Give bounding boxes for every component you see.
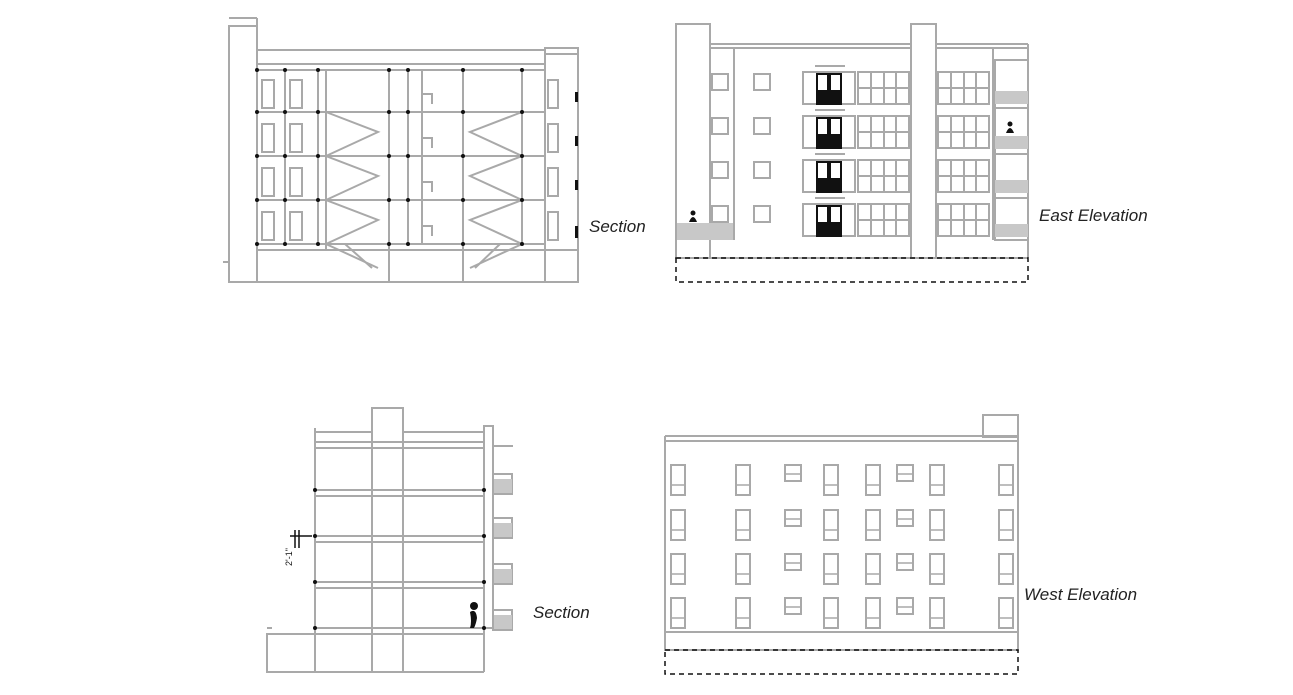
west-elevation-drawing <box>664 414 1019 675</box>
section-label-bottom: Section <box>533 603 590 622</box>
section-label-top: Section <box>589 217 646 236</box>
section-top-nodes <box>255 68 578 246</box>
person-figure-icon <box>689 121 1014 222</box>
section-drawing-bottom <box>266 407 513 673</box>
dimension-label: 2'-1" <box>284 548 294 566</box>
section-drawing-top <box>223 17 579 283</box>
dimension-marker <box>290 530 312 548</box>
east-elevation-label: East Elevation <box>1039 206 1148 225</box>
east-elevation-fills <box>677 73 1028 240</box>
east-elevation-drawing <box>675 23 1029 283</box>
west-elevation-label: West Elevation <box>1024 585 1138 604</box>
person-figure-icon <box>470 602 478 628</box>
section-bottom-details: 2'-1" <box>284 479 512 630</box>
